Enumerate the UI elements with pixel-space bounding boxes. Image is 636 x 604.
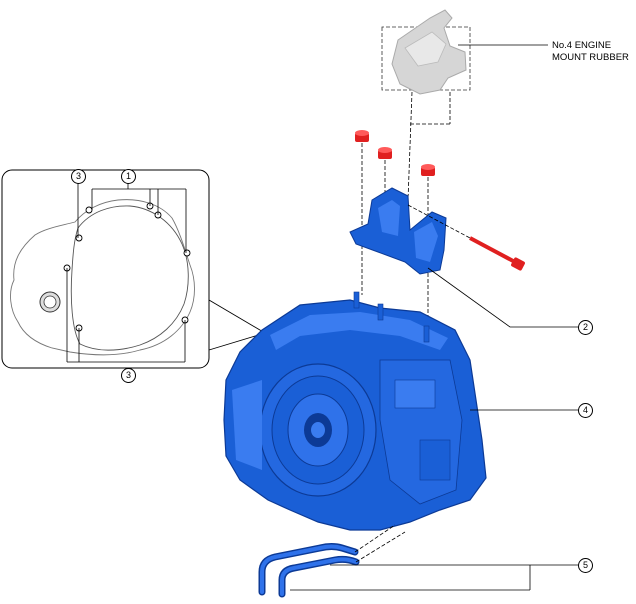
label-mount-line2: MOUNT RUBBER xyxy=(552,52,629,63)
callout-3-bottom: 3 xyxy=(121,368,136,383)
nut-3 xyxy=(421,164,435,330)
oil-pipes xyxy=(258,524,578,598)
transaxle xyxy=(223,291,578,531)
callout-2: 2 xyxy=(578,320,593,335)
nut-2 xyxy=(378,147,392,200)
callout-5: 5 xyxy=(578,558,593,573)
nut-1 xyxy=(355,130,369,295)
callout-3-top: 3 xyxy=(71,169,86,184)
mount-bracket xyxy=(349,187,578,328)
callout-4: 4 xyxy=(578,403,593,418)
engine-mount-rubber xyxy=(381,9,548,201)
label-mount-line1: No.4 ENGINE xyxy=(552,40,612,51)
inset-detail xyxy=(1,169,266,369)
mount-nuts xyxy=(355,130,435,330)
callout-1: 1 xyxy=(121,169,136,184)
